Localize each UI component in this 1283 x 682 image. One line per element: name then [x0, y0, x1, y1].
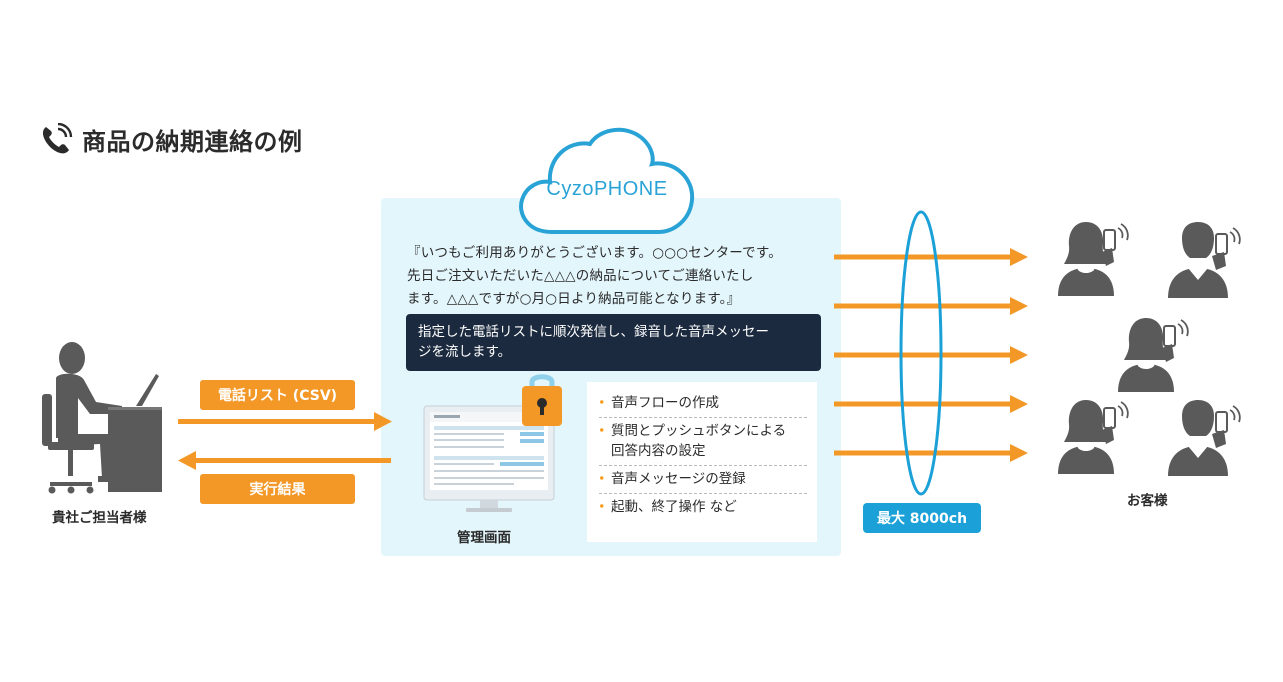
list-item: 音声フローの作成	[595, 390, 807, 418]
admin-screen-label: 管理画面	[457, 530, 511, 546]
cloud-icon	[519, 127, 695, 234]
list-item: 音声メッセージの登録	[595, 466, 807, 494]
list-item: 起動、終了操作 など	[595, 494, 807, 521]
arrow-right-icon	[178, 412, 392, 431]
max-channels-badge: 最大 8000ch	[863, 503, 981, 533]
execution-result-label: 実行結果	[200, 474, 355, 504]
message-line: 先日ご注文いただいた△△△の納品についてご連絡いたし	[407, 268, 754, 284]
list-item: 質問とプッシュボタンによる 回答内容の設定	[595, 418, 807, 466]
arrow-left-icon	[178, 451, 391, 470]
message-line: ます。△△△ですが○月○日より納品可能となります。』	[407, 291, 741, 307]
outbound-arrows	[834, 248, 1028, 462]
cloud-label: CyzoPHONE	[546, 178, 668, 200]
message-line: 『いつもご利用ありがとうございます。○○○センターです。	[407, 245, 782, 261]
customers-label: お客様	[1127, 493, 1168, 509]
operator-person-icon	[42, 342, 162, 494]
page-title-text: 商品の納期連絡の例	[82, 127, 303, 156]
phone-icon	[42, 123, 73, 154]
voice-message: 『いつもご利用ありがとうございます。○○○センターです。 先日ご注文いただいた△…	[407, 242, 827, 311]
page-title: 商品の納期連絡の例	[40, 122, 303, 156]
description-box: 指定した電話リストに順次発信し、録音した音声メッセー ジを流します。	[406, 314, 821, 371]
admin-monitor-icon	[423, 374, 562, 512]
channel-ellipse	[899, 210, 943, 496]
description-line: 指定した電話リストに順次発信し、録音した音声メッセー	[418, 324, 769, 340]
phone-list-csv-label: 電話リスト (CSV)	[200, 380, 355, 410]
feature-list: 音声フローの作成 質問とプッシュボタンによる 回答内容の設定 音声メッセージの登…	[587, 382, 817, 542]
description-line: ジを流します。	[418, 344, 512, 360]
operator-label: 貴社ご担当者様	[52, 510, 147, 526]
customers-group	[1057, 221, 1241, 477]
